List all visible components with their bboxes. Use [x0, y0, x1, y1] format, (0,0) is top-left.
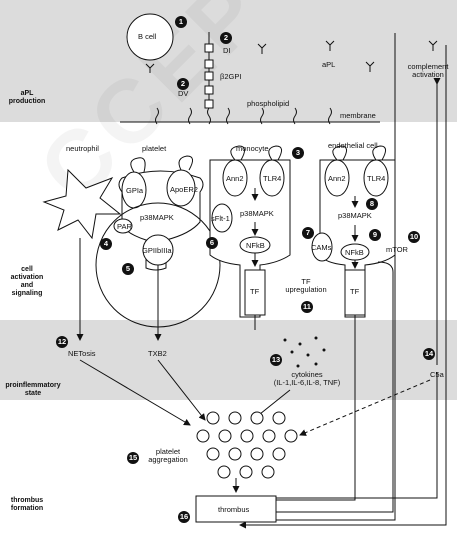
label-dv: DV [178, 89, 189, 98]
label-platelet-aggregation: platelet aggregation [148, 447, 188, 464]
b-cell [126, 13, 174, 61]
label-apoer2: ApoER2 [170, 185, 198, 194]
label-nfkb-mono: NFkB [246, 241, 265, 250]
badge-3: 3 [292, 147, 304, 159]
label-cytokines: cytokines (IL-1,IL-6,IL-8, TNF) [273, 370, 341, 387]
cams-node [311, 232, 333, 262]
badge-11: 11 [301, 301, 313, 313]
label-tlr4-endo: TLR4 [367, 174, 386, 183]
badge-7: 7 [302, 227, 314, 239]
section-apl-production: aPL production [8, 90, 46, 105]
label-par: PAR [117, 222, 132, 231]
label-apl: aPL [322, 60, 336, 69]
b2gpi-chain [204, 32, 214, 125]
label-nfkb-endo: NFkB [345, 248, 364, 257]
thrombus-box [195, 495, 277, 523]
label-b2gpi: β2GPI [220, 72, 242, 81]
badge-16: 16 [178, 511, 190, 523]
proinflammatory-band [0, 320, 457, 400]
label-txb2: TXB2 [148, 349, 167, 358]
label-tf-endo: TF [350, 287, 360, 296]
label-gpia: GPIa [126, 186, 144, 195]
badge-15: 15 [127, 452, 139, 464]
apl-production-band [0, 0, 457, 122]
badge-2-bottom: 2 [177, 78, 189, 90]
antibody-icons [145, 40, 438, 73]
aggregation-circles [196, 411, 298, 479]
label-tf-mono: TF [250, 287, 260, 296]
badge-1: 1 [175, 16, 187, 28]
label-b-cell: B cell [138, 32, 157, 41]
neutrophil-shape [42, 168, 122, 240]
label-endothelial-cell: endothelial cell [328, 141, 378, 150]
cytokine-dots [278, 336, 326, 368]
label-netosis: NETosis [68, 349, 96, 358]
sflt1-receptor [211, 203, 233, 233]
flow-arrows [76, 238, 394, 516]
label-tlr4-mono: TLR4 [263, 174, 282, 183]
label-p38mapk-mono: p38MAPK [240, 209, 274, 218]
label-phospholipid: phospholipid [247, 99, 290, 108]
label-di: DI [223, 46, 231, 55]
label-gpiibiiia: GPIIbIIIa [142, 246, 172, 255]
badge-14: 14 [423, 348, 435, 360]
badge-10: 10 [408, 231, 420, 243]
badge-6: 6 [206, 237, 218, 249]
label-sflt1: sFlt-1 [211, 214, 230, 223]
label-p38mapk-endo: p38MAPK [338, 211, 372, 220]
phospholipid-squiggles [155, 107, 332, 125]
label-ann2-mono: Ann2 [226, 174, 244, 183]
badge-13: 13 [270, 354, 282, 366]
badge-2-top: 2 [220, 32, 232, 44]
label-mtor: mTOR [386, 245, 408, 254]
label-complement-activation: complement activation [407, 62, 449, 79]
badge-5: 5 [122, 263, 134, 275]
label-tf-upregulation: TF upregulation [285, 277, 327, 294]
c5a-arrow [299, 379, 431, 436]
label-membrane: membrane [340, 111, 376, 120]
label-platelet: platelet [142, 144, 167, 153]
badge-12: 12 [56, 336, 68, 348]
label-monocyte: monocyte [236, 144, 269, 153]
section-thrombus-formation: thrombus formation [10, 497, 44, 512]
section-proinflammatory: proinflemmatory state [5, 382, 61, 397]
label-cams: CAMs [311, 243, 332, 252]
badge-4: 4 [100, 238, 112, 250]
label-thrombus: thrombus [218, 505, 250, 514]
badge-9: 9 [369, 229, 381, 241]
label-p38mapk-platelet: p38MAPK [140, 213, 174, 222]
badge-8: 8 [366, 198, 378, 210]
label-c5a: C5a [430, 370, 444, 379]
par-receptor [113, 218, 133, 234]
section-cell-activation: cell activation and signaling [10, 266, 44, 297]
label-ann2-endo: Ann2 [328, 174, 346, 183]
label-neutrophil: neutrophil [66, 144, 99, 153]
